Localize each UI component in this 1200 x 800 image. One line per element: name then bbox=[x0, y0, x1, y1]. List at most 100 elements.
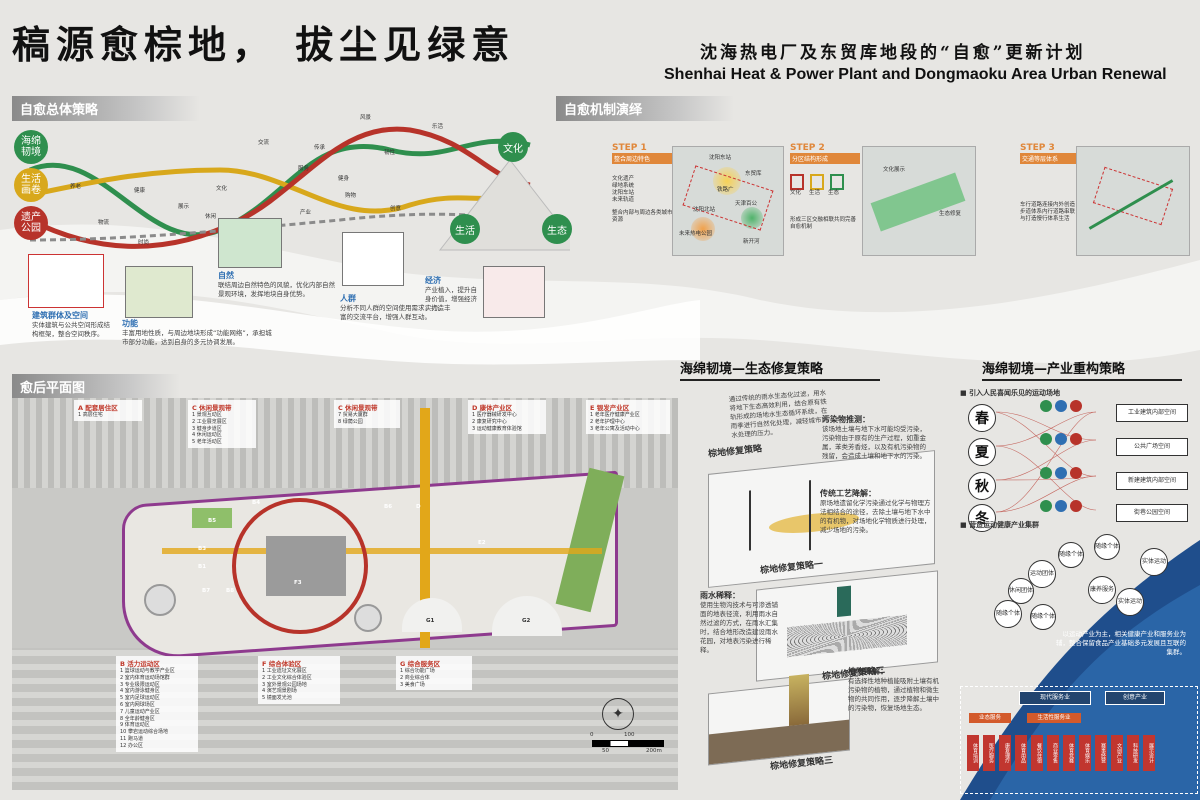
sport-icon bbox=[1070, 400, 1082, 412]
space-box[interactable]: 工业建筑内部空间 bbox=[1116, 404, 1188, 422]
wave-label: 养老 bbox=[70, 184, 82, 190]
block-label: B5 bbox=[208, 518, 217, 524]
zone-e-item: 3 老年公寓及活动中心 bbox=[590, 425, 640, 432]
wave-label: 交流 bbox=[258, 140, 270, 146]
context-south bbox=[12, 648, 678, 790]
zone-b-item: 6 室内网球场区 bbox=[120, 701, 155, 708]
wave-label: 文化 bbox=[216, 186, 228, 192]
zone-b-item: 12 办公区 bbox=[120, 742, 143, 749]
industry-sub2: ■ 营造运动健康产业集群 bbox=[960, 521, 1040, 529]
space-box[interactable]: 公共广场空间 bbox=[1116, 438, 1188, 456]
item-function-text: 丰富用地性质，与周边地块形成“功能网络”，承担城市部分功能，达到自身的多元协调发… bbox=[122, 329, 272, 346]
step3-title: 交通等层体系 bbox=[1020, 153, 1076, 164]
space-box[interactable]: 新建建筑内部空间 bbox=[1116, 472, 1188, 490]
zone-f-title: F 综合体验区 bbox=[262, 660, 302, 668]
step1-note: 整合内部与周边各类城市资源 bbox=[612, 210, 673, 223]
industry-bar: 商业零售 bbox=[1047, 735, 1059, 771]
industry-bar: 体育培训 bbox=[967, 735, 979, 771]
step1-item: 未来轨道 bbox=[612, 197, 635, 203]
map-green-band bbox=[870, 172, 966, 232]
zone-b-item: 10 攀岩运动综合场地 bbox=[120, 729, 168, 736]
zone-c1-item: 4 休闲运动区 bbox=[192, 432, 222, 439]
industry-bars: 现代服务业 创意产业 业态服务 生活性服务业 体育培训 医疗服务 康复理疗 体育… bbox=[960, 686, 1198, 794]
block-label: E2 bbox=[478, 540, 486, 546]
block-label: B1 bbox=[198, 564, 207, 570]
item-people: 人群 分析不同人群的空间使用需求，打造丰富的交流平台，增强人群互动。 bbox=[340, 293, 452, 322]
industry-sub2-text: 营造运动健康产业集群 bbox=[969, 521, 1040, 529]
map-label: 未来热电公园 bbox=[679, 231, 713, 237]
thumb-people bbox=[342, 232, 404, 286]
thumb-economy bbox=[483, 266, 545, 318]
zone-b-item: 8 全年龄健身区 bbox=[120, 715, 155, 722]
poster-subtitle-en: Shenhai Heat & Power Plant and Dongmaoku… bbox=[664, 66, 1167, 83]
step2-note: 形成三区交融相联共同完善自愈机制 bbox=[790, 217, 857, 230]
thumb-nature bbox=[218, 218, 282, 268]
map-label: 东贸库 bbox=[745, 171, 762, 177]
map-glow bbox=[691, 217, 715, 241]
cluster-node: 休闲团体 bbox=[1008, 578, 1034, 604]
node-life: 生活画卷 bbox=[14, 168, 48, 202]
zone-d: D 康体产业区 1 医疗器械研发中心 2 康复研究中心 3 运动健康教育体验馆 bbox=[468, 400, 546, 435]
step1-label: STEP 1 bbox=[612, 143, 647, 153]
sport-icon bbox=[1040, 400, 1052, 412]
item-function-title: 功能 bbox=[122, 319, 138, 328]
zone-e: E 银发产业区 1 老年医疗健康产业区 2 老年护理中心 3 老年公寓及活动中心 bbox=[586, 400, 670, 435]
zone-c1-item: 2 工业展览展区 bbox=[192, 418, 227, 425]
item-people-title: 人群 bbox=[340, 294, 356, 303]
poster-subtitle-cn: 沈海热电厂及东贸库地段的“自愈”更新计划 bbox=[700, 43, 1086, 63]
block-label: G1 bbox=[426, 618, 435, 624]
map-label: 生态修复 bbox=[939, 211, 962, 217]
step2-item: 文化 bbox=[790, 190, 802, 196]
wave-label: 休闲 bbox=[205, 214, 217, 220]
wave-label: 产业 bbox=[300, 210, 312, 216]
eco-block-4-title: 植物降解： bbox=[848, 667, 888, 676]
space-box[interactable]: 街巷公园空间 bbox=[1116, 504, 1188, 522]
wave-label: 购物 bbox=[345, 193, 357, 199]
node-sponge: 海绵韧境 bbox=[14, 130, 48, 164]
item-economy-title: 经济 bbox=[425, 276, 441, 285]
sport-icon-grid bbox=[1040, 400, 1084, 530]
step3: STEP 3 交通等层体系 车行道路连接内外创造步道体系内行道路串联与打造慢行体… bbox=[1020, 143, 1076, 223]
wave-label: 风景 bbox=[360, 115, 372, 121]
main-axis bbox=[420, 408, 430, 648]
industry-bar: 赛事经营 bbox=[1095, 735, 1107, 771]
thumb-buildings bbox=[28, 254, 104, 308]
industry-bar: 体育用品 bbox=[1015, 735, 1027, 771]
item-economy: 经济 产业植入，提升自身价值，增强经济实力。 bbox=[425, 275, 483, 313]
scale-label: 50 bbox=[602, 748, 609, 754]
poster-title: 稿源愈棕地， 拔尘见绿意 bbox=[12, 22, 516, 67]
zone-f-item: 5 镜面发光池 bbox=[262, 695, 292, 702]
cross-axis bbox=[162, 548, 602, 554]
zone-d-item: 3 运动健康教育体验馆 bbox=[472, 425, 522, 432]
map-label: 文化展示 bbox=[883, 167, 906, 173]
zone-c1-item: 1 景观互动区 bbox=[192, 412, 222, 418]
eco-block-4: 植物降解： 有选择性地种植能吸附土壤有机污染物的植物，通过植物和微生物的共同作用… bbox=[848, 666, 940, 713]
step1-title: 整合周边特色 bbox=[612, 153, 674, 164]
category-box: 现代服务业 bbox=[1019, 691, 1091, 705]
zone-c2-title: C 休闲景观带 bbox=[338, 404, 378, 412]
industry-bar: 医疗服务 bbox=[983, 735, 995, 771]
item-nature-title: 自然 bbox=[218, 271, 234, 280]
building bbox=[837, 585, 851, 618]
zone-e-title: E 银发产业区 bbox=[590, 404, 630, 412]
zone-e-item: 2 老年护理中心 bbox=[590, 418, 625, 425]
season-autumn: 秋 bbox=[968, 472, 996, 500]
plant bbox=[789, 673, 809, 726]
industry-sub1: ■ 引入人民喜闻乐见的运动场地 bbox=[960, 389, 1061, 397]
round-plaza bbox=[144, 584, 176, 616]
sport-icon bbox=[1040, 433, 1052, 446]
site-plan: B4 B6 B5 B3 B1 B7 B8 D E2 G1 G2 F3 A 配套居… bbox=[12, 398, 678, 790]
green-patch bbox=[192, 508, 232, 528]
zone-a-item: 1 高层住宅 bbox=[78, 412, 103, 418]
step2: STEP 2 分区结构形成 文化 生活 生态 形成三区交融相联共同完善自愈机制 bbox=[790, 143, 860, 231]
wave-label: 乐活 bbox=[432, 124, 444, 130]
industry-bar: 体育娱乐 bbox=[1079, 735, 1091, 771]
industry-bar: 体育竞赛 bbox=[1063, 735, 1075, 771]
eco-block-3-text: 使用生物沟技术与可渗透铺面的地表径流，利用雨水自然过滤的方式，在雨水汇集时，结合… bbox=[700, 601, 778, 654]
sport-icon bbox=[1055, 433, 1067, 446]
cluster-node: 随缘个体 bbox=[1094, 534, 1120, 560]
season-winter: 冬 bbox=[968, 504, 996, 532]
eco-block-2-text: 原场地遗留化学污染通过化学与物理方法相结合的途径，去除土壤与地下水中的有机物，对… bbox=[820, 499, 931, 534]
zone-b-item: 9 体育运动区 bbox=[120, 722, 150, 729]
node-life-label: 生活画卷 bbox=[21, 174, 41, 196]
